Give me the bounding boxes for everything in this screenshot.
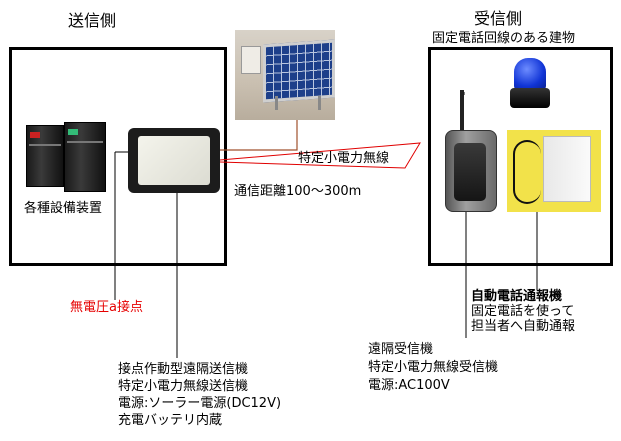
rotating-beacon-icon (508, 58, 552, 110)
receiver-title: 受信側 (474, 9, 523, 28)
transmitter-icon (128, 128, 220, 193)
receiver-subtitle: 固定電話回線のある建物 (432, 31, 576, 46)
contact-label: 無電圧a接点 (70, 300, 143, 315)
autodialer-desc-2: 担当者へ自動通報 (471, 319, 576, 334)
autodialer-title: 自動電話通報機 (471, 289, 563, 304)
receiver-desc-2: 特定小電力無線受信機 (368, 360, 499, 375)
solar-panel-icon (263, 39, 335, 103)
radio-label: 特定小電力無線 (298, 151, 390, 166)
receiver-desc-1: 遠隔受信機 (368, 342, 434, 357)
equipment-device-icon (26, 125, 64, 187)
transmitter-desc-3: 電源:ソーラー電源(DC12V) (118, 396, 282, 411)
distance-label: 通信距離100〜300m (234, 184, 362, 199)
receiver-icon (445, 130, 497, 212)
solar-wire (220, 120, 298, 151)
transmitter-desc-2: 特定小電力無線送信機 (118, 379, 249, 394)
receiver-desc-3: 電源:AC100V (368, 378, 450, 393)
transmitter-desc-1: 接点作動型遠隔送信機 (118, 362, 249, 377)
equipment-device-icon-2 (64, 122, 106, 192)
outlet-icon (241, 46, 261, 74)
transmitter-desc-4: 充電バッテリ内蔵 (118, 413, 223, 428)
radio-link-line (219, 142, 421, 169)
sender-title: 送信側 (68, 11, 117, 30)
autodialer-desc-1: 固定電話を使って (471, 304, 575, 319)
panel-stand (275, 96, 321, 110)
autodialer-icon (507, 130, 601, 212)
solar-panel-image (235, 30, 335, 120)
equipment-label: 各種設備装置 (24, 201, 103, 216)
antenna-icon (460, 90, 464, 132)
